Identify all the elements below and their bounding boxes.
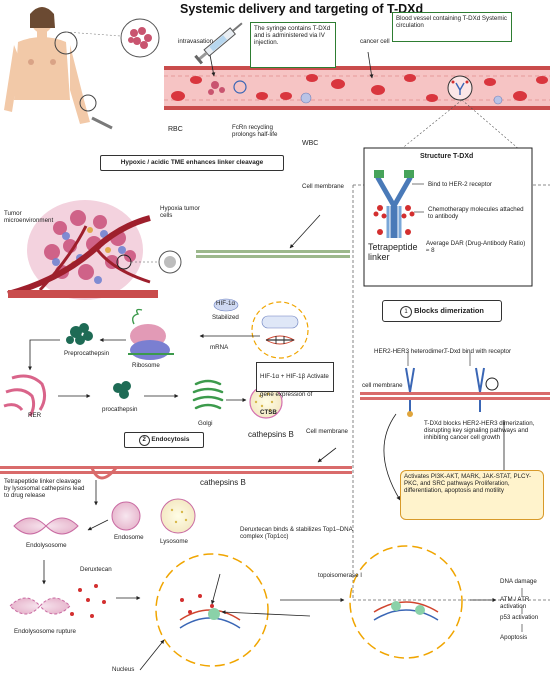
golgi-label: Golgi xyxy=(198,420,213,427)
endocytosis-title: Endocytosis xyxy=(151,436,190,443)
dimer-membrane-label: cell membrane xyxy=(362,382,403,389)
structure-dar: Average DAR (Drug-Antibody Ratio) ≈ 8 xyxy=(426,240,526,255)
syringe-note-box: The syringe contains T-DXd and is admini… xyxy=(250,22,336,68)
vessel-note: Blood vessel containing T-DXd Systemic c… xyxy=(396,15,507,30)
page-title: Systemic delivery and targeting of T-DXd xyxy=(180,2,424,16)
stabilized-label: Stabilized xyxy=(212,314,239,321)
rer-icon xyxy=(3,374,47,417)
lysosome-label: Lysosome xyxy=(160,538,188,545)
cathepsins-b-vesicle xyxy=(249,385,283,419)
hypoxia-label: Hypoxia tumor cells xyxy=(160,205,200,220)
ribosome-icon xyxy=(128,308,174,360)
antibody-structure-icon xyxy=(373,170,424,238)
deruxtecan-binds-label: Deruxtecan binds & stabilizes Top1–DNA c… xyxy=(240,526,353,541)
preprocathepsin-icon xyxy=(66,323,93,345)
fcrn-label: FcRn recycling prolongs half-life xyxy=(232,124,278,139)
structure-bind: Bind to HER-2 receptor xyxy=(428,181,492,188)
hif-activate-text: HIF-1α + HIF-1β Activate gene expression… xyxy=(260,373,329,398)
structure-linker: Tetrapeptide linker xyxy=(368,242,418,263)
rer-label: RER xyxy=(28,412,42,419)
topoisomerase-label: topoisomerase I xyxy=(318,572,363,579)
endocytosis-pill: 2 Endocytosis xyxy=(124,432,204,448)
cell-membrane-bottom xyxy=(0,447,352,480)
procathepsin-label: procathepsin xyxy=(102,406,138,413)
tme-banner: Hypoxic / acidic TME enhances linker cle… xyxy=(100,155,284,171)
blood-vessel xyxy=(164,66,550,151)
atm-label: ATM / ATR activation xyxy=(500,596,530,611)
endocytosis-pathway xyxy=(9,480,214,618)
ribosome-label: Ribosome xyxy=(132,362,160,369)
hif-label: HIF-1α xyxy=(216,300,236,307)
procathepsin-icon xyxy=(113,381,131,399)
intravasation-label: intravasation xyxy=(178,38,214,45)
blocks-text: T-DXd blocks HER2-HER3 dimerization, dis… xyxy=(424,420,535,442)
gene-expression-nucleus xyxy=(251,301,309,359)
dimer-number: 1 xyxy=(400,306,413,318)
syringe-note: The syringe contains T-DXd and is admini… xyxy=(254,25,331,47)
endocytosis-number: 2 xyxy=(138,435,150,446)
tumor-microenvironment-illustration xyxy=(7,200,182,300)
ctsb-label: CTSB xyxy=(260,409,277,416)
cathepsins-b-label-2: cathepsins B xyxy=(200,478,246,487)
preprocathepsin-label: Preprocathepsin xyxy=(64,350,110,357)
cancer-cell-label: cancer cell xyxy=(360,38,390,45)
mrna-label: mRNA xyxy=(210,344,229,351)
wbc-label: WBC xyxy=(302,140,319,147)
heterodimer-label: HER2-HER3 heterodimer. xyxy=(374,348,446,355)
deruxtecan-label: Deruxtecan xyxy=(80,566,112,573)
pathways-text: Activates PI3K-AKT, MARK, JAK-STAT, PLCY… xyxy=(404,473,532,495)
rbc-label: RBC xyxy=(168,126,183,133)
cleavage-label: Tetrapeptide linker cleavage by lysosoma… xyxy=(4,478,85,500)
dna-damage-label: DNA damage xyxy=(500,578,537,585)
cathepsins-b-label: cathepsins B xyxy=(248,430,294,439)
nucleus-label: Nucleus xyxy=(112,666,135,673)
human-figure xyxy=(4,7,113,130)
cell-membrane-left xyxy=(196,214,350,258)
syringe-icon xyxy=(194,22,243,65)
endolysosome-label: Endolysosome xyxy=(26,542,67,549)
pathways-box: Activates PI3K-AKT, MARK, JAK-STAT, PLCY… xyxy=(400,470,544,520)
p53-label: p53 activation xyxy=(500,614,539,621)
dimer-title: Blocks dimerization xyxy=(414,306,484,315)
blocks-dimerization-pill: 1 Blocks dimerization xyxy=(382,300,502,322)
tdxd-bind-label: T-Dxd bind with receptor xyxy=(444,348,512,355)
rupture-label: Endolysosome rupture xyxy=(14,628,76,635)
tumor-env-label: Tumor microenvironment xyxy=(4,210,54,225)
hif-1a-icon xyxy=(213,298,239,312)
structure-title: Structure T-DXd xyxy=(420,153,474,160)
golgi-icon xyxy=(192,379,224,410)
hif-activate-box: HIF-1α + HIF-1β Activate gene expression… xyxy=(256,362,334,416)
vessel-note-box: Blood vessel containing T-DXd Systemic c… xyxy=(392,12,512,42)
her2-her3-membrane xyxy=(360,352,550,501)
cell-membrane-label: Cell membrane xyxy=(302,183,344,190)
endosome-label: Endosome xyxy=(114,534,144,541)
cell-membrane-label-2: Cell membrane xyxy=(306,428,348,435)
apoptosis-label: Apoptosis xyxy=(500,634,528,641)
nucleus-bottom xyxy=(139,545,497,671)
structure-chemo: Chemotherapy molecules attached to antib… xyxy=(428,206,524,221)
tumor-zoom-icon xyxy=(65,18,160,58)
